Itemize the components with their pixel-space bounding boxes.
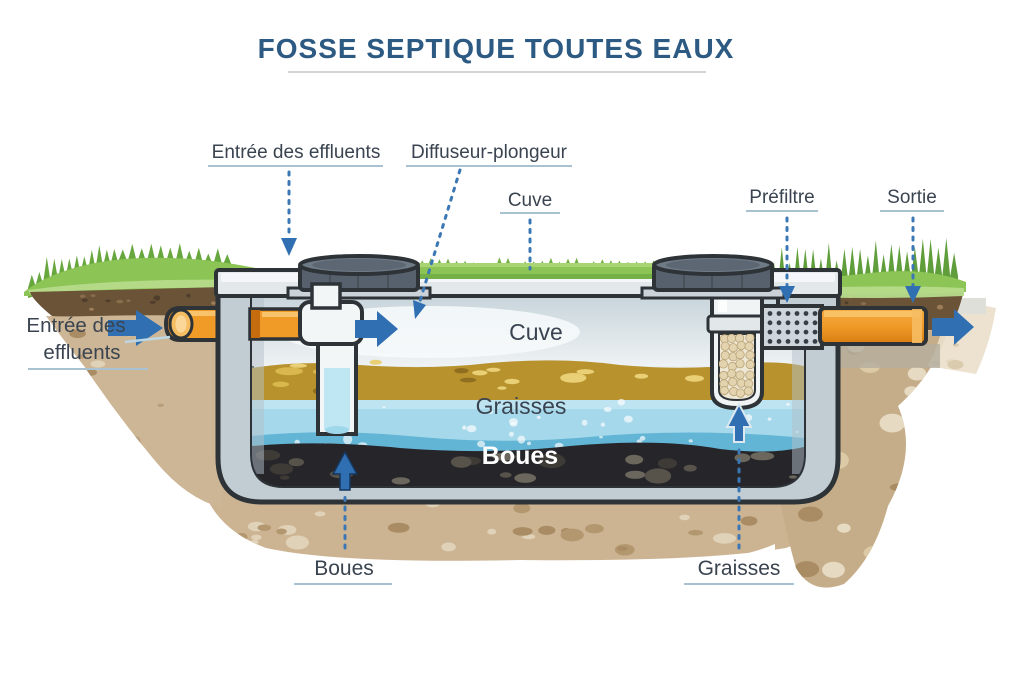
callout-inlet-side-line2: effluents	[43, 341, 120, 364]
bottom-callouts: Boues Graisses	[314, 557, 780, 580]
inlet-flow-arrow-icon	[108, 310, 163, 346]
plunger-vent-stub	[310, 282, 342, 310]
callout-prefilter: Préfiltre	[749, 187, 814, 208]
callout-diffuser: Diffuseur-plongeur	[411, 142, 568, 163]
pointer-arrow-down-icon	[905, 286, 921, 303]
outlet-trench-shadow	[840, 344, 940, 368]
pointer-arrow-down-icon	[779, 286, 795, 303]
water-bubbles	[294, 398, 799, 450]
outlet-pipe	[818, 306, 928, 346]
pointer-arrow-up-icon	[725, 401, 753, 443]
pointer-arrow-down-icon	[413, 300, 426, 319]
soil-pebbles	[201, 497, 854, 556]
prefilter-granules	[719, 334, 755, 398]
tank-liquid-label: Graisses	[476, 393, 567, 419]
pointer-arrow-up-icon	[331, 450, 359, 491]
callout-outlet: Sortie	[887, 187, 937, 208]
prefilter	[706, 286, 824, 411]
diffuser-plunger-pipe	[248, 300, 364, 436]
callout-grease-bottom: Graisses	[698, 557, 781, 580]
prefilter-collar	[706, 314, 768, 334]
side-callout-inlet: Entrée des effluents	[26, 314, 125, 364]
soil-bottom-fade	[150, 544, 775, 600]
callout-underlines	[28, 165, 944, 585]
lid-grass-strip	[416, 263, 660, 274]
perforation-dots	[767, 311, 818, 344]
callout-sludge-bottom: Boues	[314, 557, 374, 580]
inlet-side-pointer-line	[124, 335, 171, 344]
scum-layer	[252, 360, 804, 400]
outlet-flow-arrow-icon	[932, 309, 974, 345]
top-callouts: Entrée des effluents Diffuseur-plongeur …	[212, 142, 937, 211]
manhole-cover-right	[640, 254, 786, 300]
pointer-arrowheads	[281, 238, 921, 319]
callout-inlet-top: Entrée des effluents	[212, 142, 381, 163]
flow-arrow-in-tank-icon	[355, 311, 398, 347]
sludge-stones	[255, 449, 798, 485]
page-title: FOSSE SEPTIQUE TOUTES EAUX	[258, 33, 735, 64]
manhole-cover-left	[286, 254, 432, 300]
tank-headspace-label: Cuve	[509, 319, 563, 345]
dashed-pointers	[287, 168, 915, 550]
callout-tank: Cuve	[508, 190, 552, 211]
pointer-arrow-down-icon	[281, 238, 297, 256]
callout-inlet-side-line1: Entrée des	[26, 314, 125, 337]
tank-sludge-label: Boues	[482, 442, 558, 470]
pointer-diffuser	[418, 168, 462, 303]
